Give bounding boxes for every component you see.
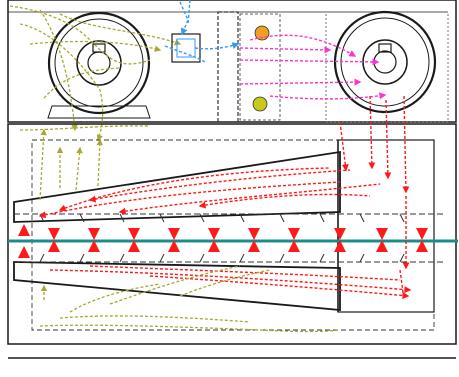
hot-airflow-upper: [38, 167, 381, 219]
blue-airflow: [164, 0, 240, 63]
left-wheel-airflow: [9, 5, 182, 142]
magenta-airflow: [239, 34, 387, 100]
hot-airflow-lower: [49, 265, 412, 301]
top-section: [7, 0, 457, 142]
indicator-panel: [239, 13, 281, 121]
hot-airflow-down: [339, 95, 410, 270]
main-housing: [7, 123, 457, 345]
hot-airflow-vertical: [18, 224, 428, 258]
indicator-dot-icon: [252, 96, 268, 112]
upper-plenum: [13, 150, 341, 223]
lower-tray: [14, 253, 446, 263]
lower-plenum: [13, 261, 341, 311]
control-cabinet: [217, 11, 239, 123]
cold-airflow: [19, 125, 341, 333]
lower-section: [7, 95, 458, 359]
